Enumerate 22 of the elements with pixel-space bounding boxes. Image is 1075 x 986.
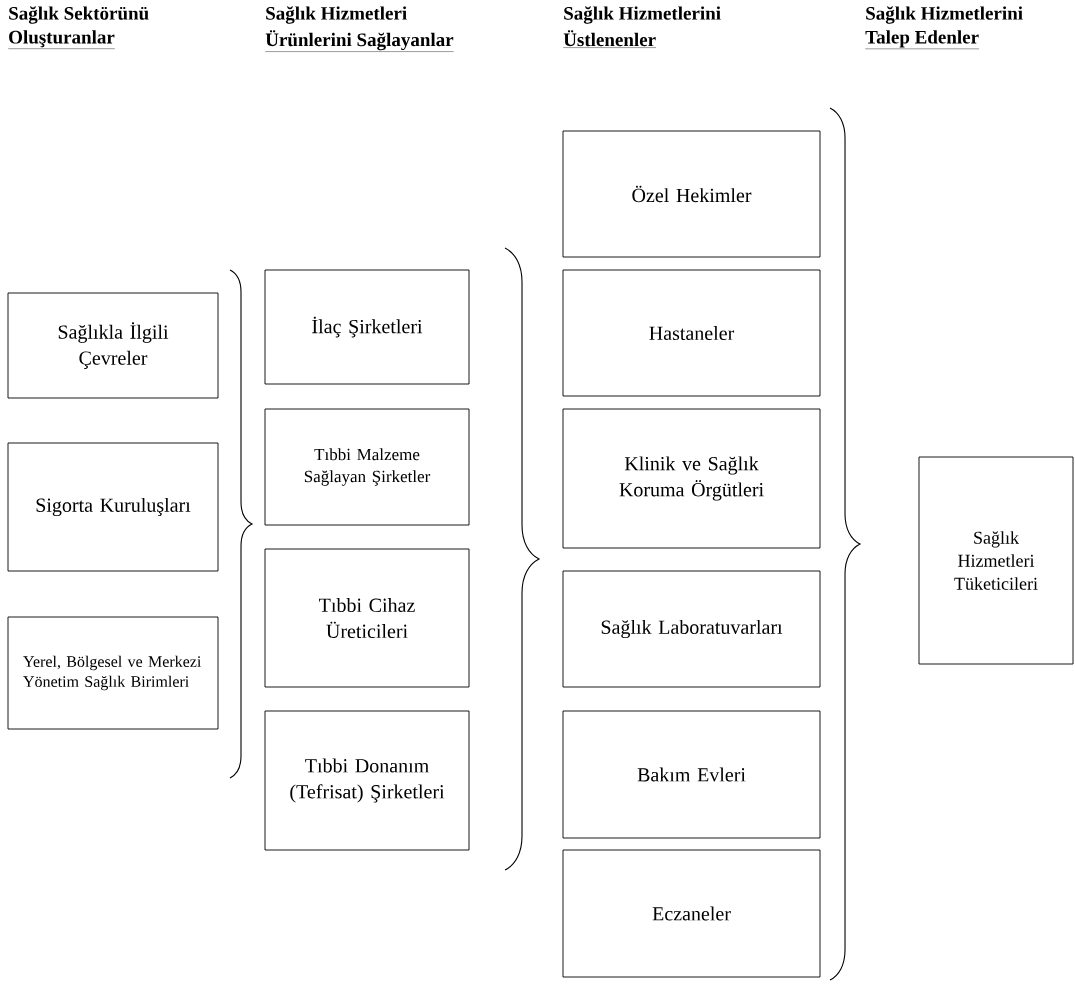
column-heading: Sağlık Hizmetlerini — [866, 6, 1023, 24]
box: Sağlık Hizmetleri Tüketicileri — [918, 456, 1074, 665]
box: Tıbbi Donanım (Tefrisat) Şirketleri — [264, 710, 470, 851]
box: Sağlıkla İlgili Çevreler — [7, 292, 219, 399]
column-heading: Sağlık Hizmetleri — [266, 6, 407, 24]
column-heading: Talep Edenler — [865, 30, 980, 50]
box: Hastaneler — [562, 269, 821, 397]
column-heading: Sağlık Sektörünü — [9, 6, 149, 24]
column-heading: Üstlenenler — [563, 30, 657, 48]
box: Sigorta Kuruluşları — [7, 442, 219, 572]
box: Yerel, Bölgesel ve Merkezi Yönetim Sağlık Birimleri — [7, 616, 219, 730]
box: Klinik ve Sağlık Koruma Örgütleri — [562, 408, 821, 549]
box: Eczaneler — [562, 849, 821, 978]
box: Özel Hekimler — [562, 130, 821, 258]
box: İlaç Şirketleri — [264, 269, 470, 385]
column-heading: Sağlık Hizmetlerini — [564, 6, 721, 24]
column-heading: Ürünlerini Sağlayanlar — [265, 30, 454, 52]
box: Sağlık Laboratuvarları — [562, 570, 821, 688]
box: Tıbbi Malzeme Sağlayan Şirketler — [264, 408, 470, 526]
column-heading: Oluşturanlar — [8, 30, 116, 49]
box: Tıbbi Cihaz Üreticileri — [264, 548, 470, 688]
box: Bakım Evleri — [562, 710, 821, 839]
